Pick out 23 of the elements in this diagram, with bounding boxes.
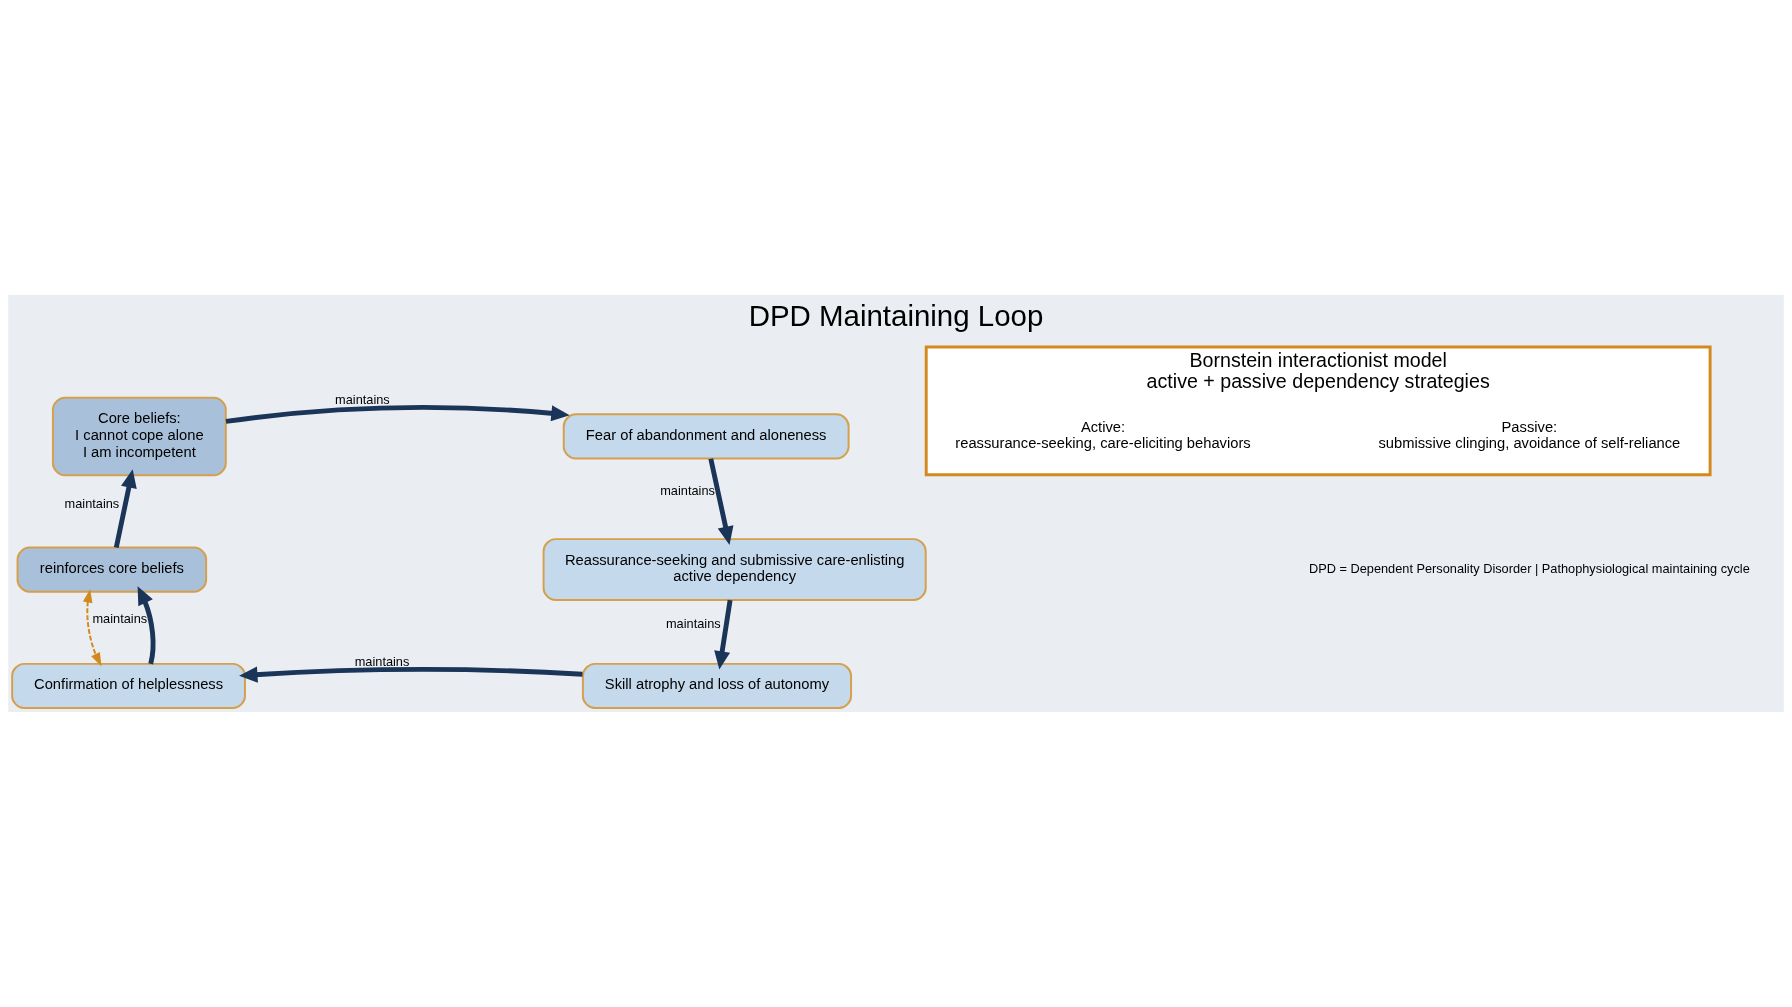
node-box: Confirmation of helplessness	[11, 662, 246, 710]
edge-label: maintains	[335, 392, 390, 408]
edge-label: maintains	[660, 483, 715, 499]
edge-label: maintains	[354, 653, 410, 669]
node-box: Skill atrophy and loss of autonomy	[581, 662, 853, 710]
arrow	[82, 588, 102, 667]
edge-label: maintains	[92, 611, 148, 627]
diagram-title: DPD Maintaining Loop	[748, 299, 1044, 333]
caption: DPD = Dependent Personality Disorder | Pathophysiological maintaining cycle	[1308, 560, 1750, 576]
node-text: Active: reassurance-seeking, care-eliciting behaviors	[955, 418, 1251, 452]
node-text: Passive: submissive clinging, avoidance of self-reliance	[1378, 418, 1681, 452]
edge-label: maintains	[64, 495, 120, 511]
edge-label: maintains	[665, 615, 721, 631]
arrow	[714, 599, 733, 670]
node-box: Fear of abandonment and aloneness	[562, 413, 850, 460]
node-box: Reassurance-seeking and submissive care-enlisting active dependency	[542, 538, 927, 601]
arrow	[239, 666, 583, 683]
node-box: Core beliefs: I cannot cope alone I am incompetent	[51, 396, 227, 477]
node-box: reinforces core beliefs	[16, 546, 208, 593]
arrow	[225, 404, 570, 424]
arrow	[708, 458, 734, 545]
arrow	[137, 586, 156, 665]
arrow	[113, 469, 137, 548]
